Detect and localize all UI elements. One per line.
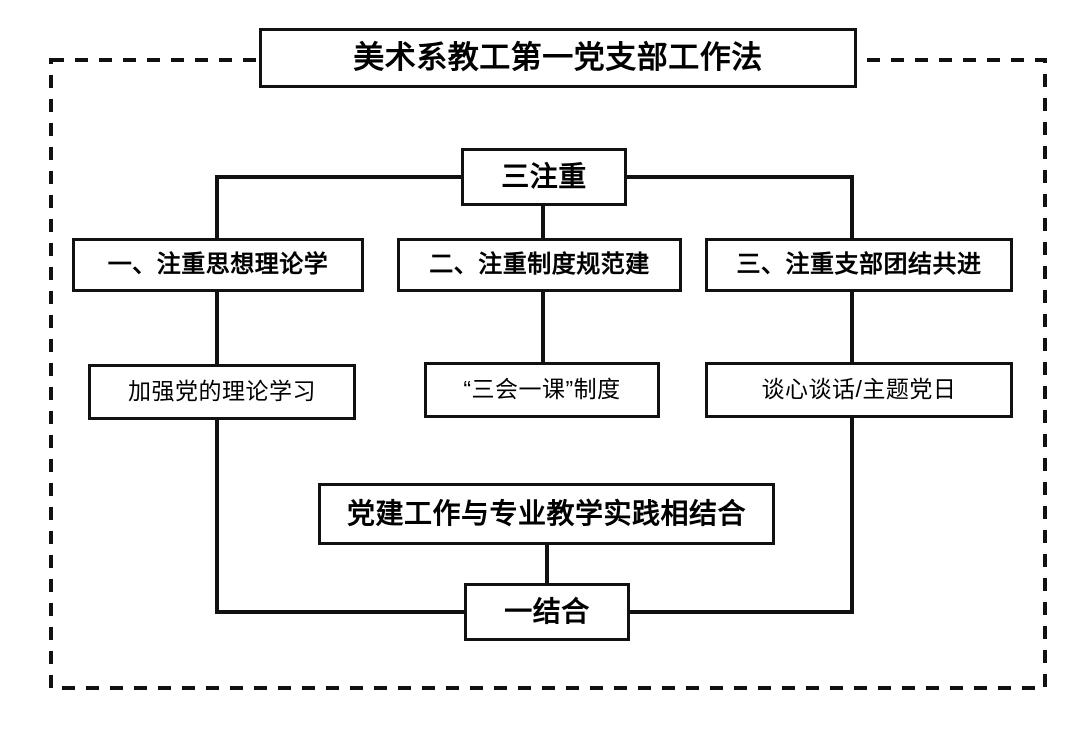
leaf-3-label: 谈心谈话/主题党日 (761, 376, 957, 403)
connector-leaf1-to-bottom (215, 418, 466, 614)
root-label: 三注重 (501, 160, 587, 192)
branch-3-label: 三、注重支部团结共进 (736, 250, 982, 278)
bottom-label: 一结合 (504, 595, 590, 627)
combine-box: 党建工作与专业教学实践相结合 (318, 483, 775, 545)
connector-root-to-branch3 (625, 175, 854, 240)
leaf-box-2: “三会一课”制度 (424, 362, 660, 418)
branch-box-2: 二、注重制度规范建 (397, 238, 682, 292)
leaf-1-label: 加强党的理论学习 (128, 378, 316, 405)
branch-box-1: 一、注重思想理论学 (72, 238, 364, 292)
branch-2-label: 二、注重制度规范建 (429, 250, 650, 278)
branch-box-3: 三、注重支部团结共进 (705, 238, 1013, 292)
leaf-2-label: “三会一课”制度 (463, 376, 621, 403)
branch-1-label: 一、注重思想理论学 (107, 250, 329, 278)
leaf-box-1: 加强党的理论学习 (88, 364, 356, 420)
bottom-box-one-combination: 一结合 (464, 583, 630, 641)
connector-leaf3-to-bottom (628, 416, 854, 614)
title-label: 美术系教工第一党支部工作法 (353, 39, 763, 75)
outer-dashed-frame (49, 58, 1047, 690)
connector-root-to-branch1 (215, 175, 463, 240)
leaf-box-3: 谈心谈话/主题党日 (705, 362, 1013, 418)
title-box: 美术系教工第一党支部工作法 (259, 28, 857, 88)
combine-label: 党建工作与专业教学实践相结合 (346, 497, 746, 529)
root-box-three-emphases: 三注重 (461, 148, 627, 206)
